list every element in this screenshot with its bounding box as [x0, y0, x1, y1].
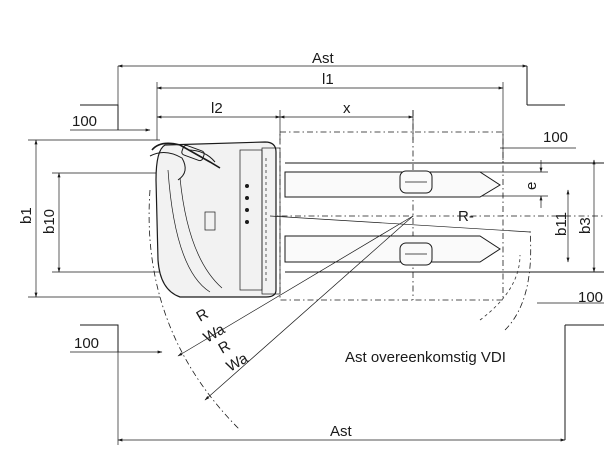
chassis: [155, 141, 277, 298]
dim-l1: l1: [156, 71, 504, 160]
label-100-top-right: 100: [543, 129, 568, 146]
dim-ast-top: Ast: [117, 50, 528, 105]
dim-b1-b10: b1 b10: [18, 139, 170, 298]
fork-carriage: [261, 147, 281, 295]
radius-line-b: [204, 215, 414, 401]
control-box: [204, 211, 216, 231]
label-x: x: [343, 100, 351, 117]
label-ast-bottom: Ast: [330, 423, 353, 440]
dim-ast-bottom: Ast: [117, 352, 566, 445]
label-b10: b10: [41, 209, 58, 234]
dim-100s: 100 100 100 100: [70, 113, 604, 354]
label-r-b: R: [216, 337, 234, 357]
fork-bottom: [284, 235, 604, 273]
wall-bottom-left: [80, 324, 119, 352]
label-100-top-left: 100: [72, 113, 97, 130]
caption: Ast overeenkomstig VDI: [345, 349, 506, 366]
fork-top: [284, 162, 604, 198]
label-b11: b11: [553, 212, 570, 236]
label-r-center: R-: [458, 208, 474, 225]
label-100-right: 100: [578, 289, 603, 306]
label-l2: l2: [211, 100, 223, 117]
tiller: [149, 142, 221, 181]
truck-body: [155, 141, 281, 298]
dim-right: e b11 b3: [480, 159, 596, 273]
label-l1: l1: [322, 71, 334, 88]
label-b1: b1: [18, 207, 35, 224]
dim-l2-x: l2 x: [156, 100, 414, 140]
fork-tip-arc: [504, 229, 532, 331]
label-b3: b3: [577, 217, 594, 234]
turning-radius: R-: [148, 189, 532, 431]
label-100-bottom-left: 100: [74, 335, 99, 352]
label-r-a: R: [194, 305, 212, 325]
radius-labels: R Wa R Wa: [194, 305, 252, 375]
label-e: e: [523, 182, 540, 190]
tiller-arm: [151, 142, 221, 169]
outer-swing-arc: [148, 189, 241, 431]
radius-line-a: [177, 215, 414, 357]
label-ast-top: Ast: [312, 50, 335, 67]
aisle-walls: [80, 66, 604, 440]
